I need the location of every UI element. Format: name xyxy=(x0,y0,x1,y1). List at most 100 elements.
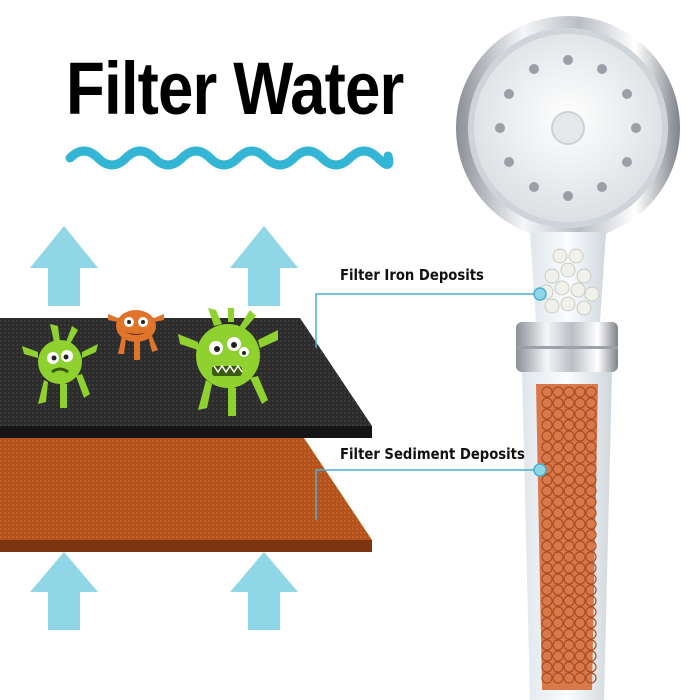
filter-bead xyxy=(585,628,597,640)
filter-bead xyxy=(563,562,575,574)
arrow-up-icon-bottom-right xyxy=(230,552,298,630)
filter-bead xyxy=(552,606,564,618)
filter-bead xyxy=(574,452,586,464)
filter-bead xyxy=(574,408,586,420)
filter-bead xyxy=(574,573,586,585)
filter-bead xyxy=(552,408,564,420)
filter-bead xyxy=(585,518,597,530)
callout-label-iron: Filter Iron Deposits xyxy=(340,266,484,284)
filter-bead xyxy=(563,474,575,486)
iron-filter-layer xyxy=(0,318,372,438)
filter-bead xyxy=(552,562,564,574)
filter-bead xyxy=(541,529,553,541)
filter-bead xyxy=(541,606,553,618)
filter-bead xyxy=(541,672,553,684)
filter-bead xyxy=(541,408,553,420)
filter-bead xyxy=(574,650,586,662)
filter-bead xyxy=(552,540,564,552)
filter-bead xyxy=(574,474,586,486)
filter-bead xyxy=(563,595,575,607)
filter-bead xyxy=(541,485,553,497)
filter-bead xyxy=(552,441,564,453)
filter-bead xyxy=(574,639,586,651)
filter-bead xyxy=(585,441,597,453)
filter-bead xyxy=(585,595,597,607)
filter-bead xyxy=(563,397,575,409)
filter-bead xyxy=(563,617,575,629)
filter-bead xyxy=(541,430,553,442)
filter-bead xyxy=(574,485,586,497)
filter-bead xyxy=(541,441,553,453)
filter-bead xyxy=(552,628,564,640)
filter-bead xyxy=(552,595,564,607)
filter-bead xyxy=(574,496,586,508)
filter-bead xyxy=(585,584,597,596)
filter-bead xyxy=(552,650,564,662)
filter-bead xyxy=(563,584,575,596)
filter-bead xyxy=(585,562,597,574)
callout-label-sediment: Filter Sediment Deposits xyxy=(340,445,525,463)
filter-bead xyxy=(585,397,597,409)
filter-bead xyxy=(563,551,575,563)
filter-bead xyxy=(552,661,564,673)
filter-bead xyxy=(574,419,586,431)
filter-bead xyxy=(552,551,564,563)
filter-bead xyxy=(574,672,586,684)
filter-bead xyxy=(585,650,597,662)
filter-bead xyxy=(552,529,564,541)
filter-bead xyxy=(563,518,575,530)
filter-bead xyxy=(563,452,575,464)
filter-bead xyxy=(574,463,586,475)
filter-bead xyxy=(563,507,575,519)
filter-bead xyxy=(563,441,575,453)
filter-bead xyxy=(585,474,597,486)
filter-bead xyxy=(552,496,564,508)
filter-bead xyxy=(574,540,586,552)
filter-bead xyxy=(574,551,586,563)
filter-bead xyxy=(574,386,586,398)
filter-bead xyxy=(563,463,575,475)
filter-bead xyxy=(552,573,564,585)
filter-bead xyxy=(552,419,564,431)
filter-bead xyxy=(585,573,597,585)
filter-bead xyxy=(541,595,553,607)
filter-bead xyxy=(552,507,564,519)
filter-bead xyxy=(574,397,586,409)
filter-bead xyxy=(541,562,553,574)
filter-bead xyxy=(563,496,575,508)
germ-icon-green-right xyxy=(178,308,278,416)
filter-bead xyxy=(541,474,553,486)
filter-bead xyxy=(585,463,597,475)
filter-bead xyxy=(585,485,597,497)
filter-bead xyxy=(585,672,597,684)
filter-bead xyxy=(541,540,553,552)
filter-bead xyxy=(563,386,575,398)
filter-bead xyxy=(585,661,597,673)
filter-bead xyxy=(574,441,586,453)
wave-icon xyxy=(65,146,394,170)
filter-bead xyxy=(585,408,597,420)
filter-bead xyxy=(541,551,553,563)
filter-bead xyxy=(585,551,597,563)
filter-bead xyxy=(563,419,575,431)
filter-bead xyxy=(585,452,597,464)
filter-bead xyxy=(552,463,564,475)
filter-bead xyxy=(585,419,597,431)
arrow-up-icon-top-right xyxy=(230,226,298,306)
filter-bead xyxy=(563,628,575,640)
filter-bead xyxy=(541,628,553,640)
callout-line-sediment xyxy=(315,463,547,520)
germ-icon-orange xyxy=(108,310,164,360)
filter-bead xyxy=(541,419,553,431)
filter-bead xyxy=(552,672,564,684)
filter-bead xyxy=(574,562,586,574)
filter-bead xyxy=(574,661,586,673)
filter-bead xyxy=(563,540,575,552)
filter-bead xyxy=(574,584,586,596)
arrow-up-icon-top-left xyxy=(30,226,98,306)
filter-bead xyxy=(552,452,564,464)
filter-bead xyxy=(585,606,597,618)
shower-head-icon xyxy=(456,16,680,700)
